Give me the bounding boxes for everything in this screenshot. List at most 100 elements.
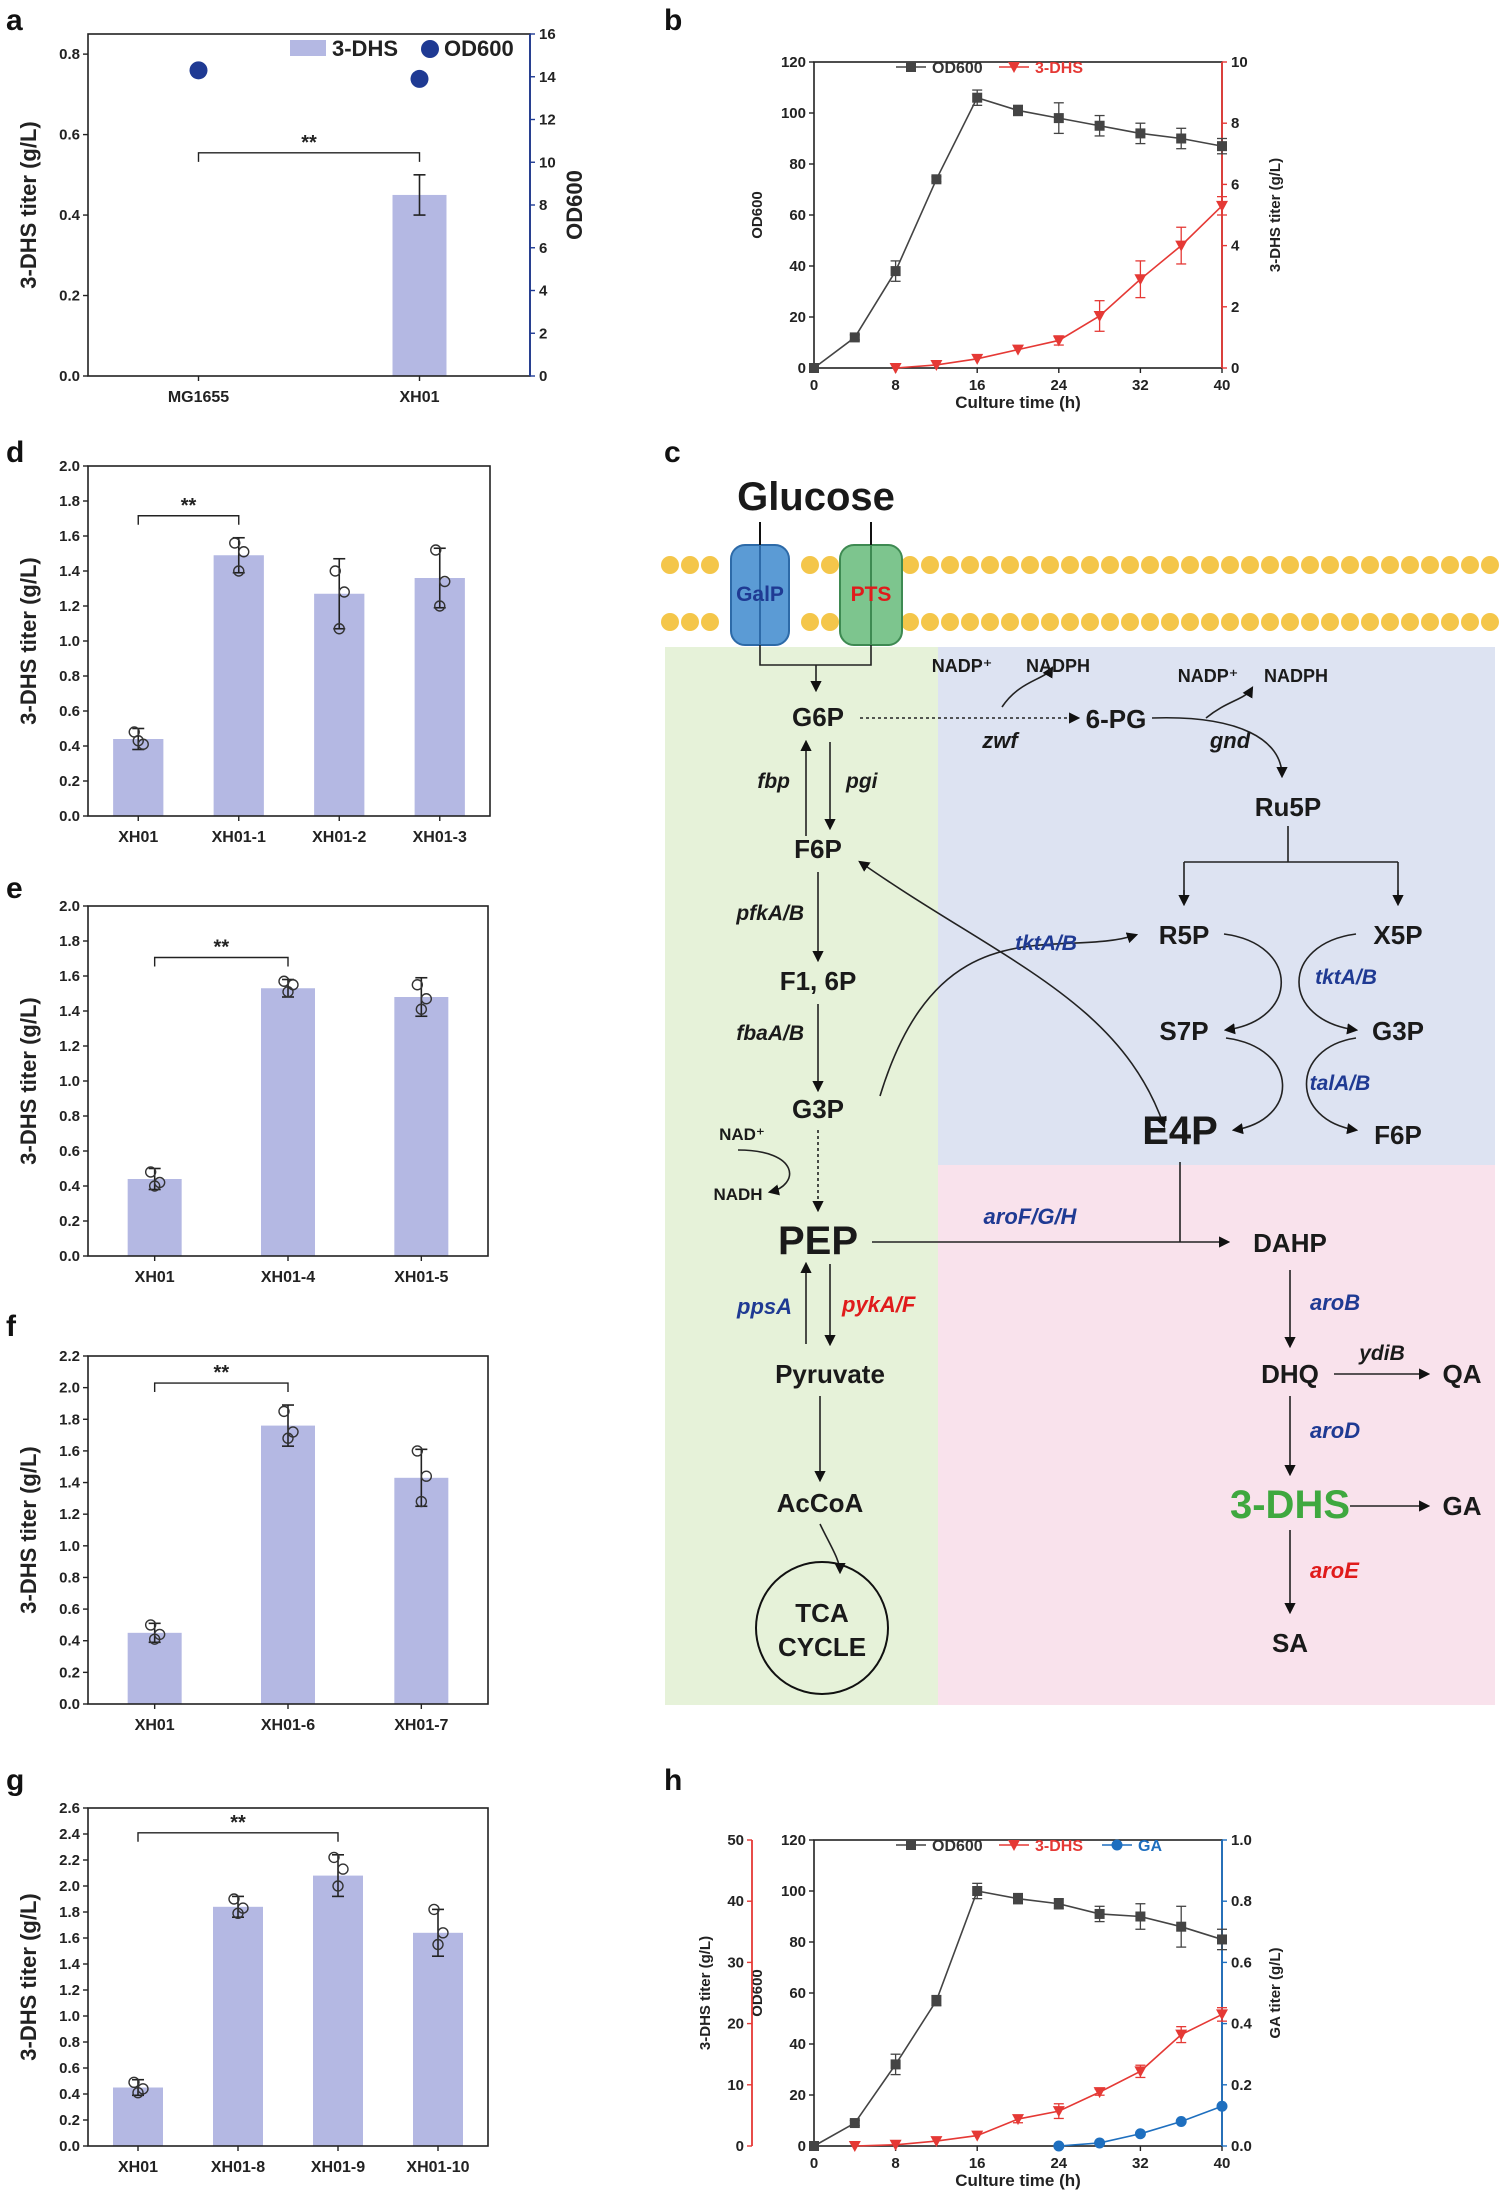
metabolite-pyruvate: Pyruvate (775, 1359, 885, 1389)
y-tick-label: 2.4 (59, 1826, 81, 1843)
metabolite-g6p: G6P (792, 702, 844, 732)
replicate-point (282, 1432, 294, 1444)
y-outer-tick-label: 50 (727, 1832, 744, 1849)
pts-transporter: PTS (839, 544, 903, 646)
membrane-lipid (1381, 613, 1399, 631)
legend-marker (906, 62, 916, 72)
legend-label-3dhs: 3-DHS (332, 36, 398, 61)
data-point (972, 92, 983, 103)
x-tick-label: 40 (1214, 2155, 1231, 2172)
y-tick-label: 80 (789, 1934, 806, 1951)
panel-label-f: f (6, 1310, 17, 1343)
y-tick-label: 1.8 (59, 933, 80, 950)
data-point (1134, 2066, 1147, 2078)
y-tick-label: 60 (789, 1985, 806, 2002)
data-point (1176, 1921, 1187, 1932)
y-tick-label: 0.8 (59, 2034, 80, 2051)
replicate-point (132, 2086, 144, 2099)
y2-tick-label: 0.6 (1231, 1954, 1252, 1971)
membrane-lipid (1341, 613, 1359, 631)
x-tick-label: XH01-5 (394, 1269, 448, 1286)
membrane-lipid (901, 556, 919, 574)
y-tick-label: 1.6 (59, 968, 80, 985)
metabolite-ru5p: Ru5P (1255, 792, 1321, 822)
nad-label: NAD⁺ (719, 1125, 765, 1144)
membrane-lipid (1041, 613, 1059, 631)
y2-axis-label: OD600 (562, 170, 587, 240)
bar (394, 1477, 449, 1704)
membrane-lipid (1121, 613, 1139, 631)
y2-tick-label: 14 (539, 69, 556, 86)
replicate-point (437, 1927, 449, 1939)
y-tick-label: 1.6 (59, 1443, 80, 1460)
replicate-point (148, 1633, 161, 1645)
enzyme-aroFGH: aroF/G/H (984, 1204, 1078, 1229)
y-tick-label: 1.0 (59, 1073, 80, 1090)
membrane-lipid (1161, 613, 1179, 631)
replicate-point (415, 1495, 428, 1508)
membrane-lipid (801, 613, 819, 631)
y-tick-label: 0.6 (59, 127, 80, 144)
membrane-lipid (1021, 556, 1039, 574)
y2-tick-label: 0.8 (1231, 1893, 1252, 1910)
nadph-label-1: NADPH (1026, 656, 1090, 676)
y2-tick-label: 2 (1231, 299, 1239, 316)
panel-label-h: h (664, 1764, 682, 1797)
bar (127, 1179, 182, 1256)
bar (392, 194, 447, 376)
y-tick-label: 1.4 (59, 1956, 81, 1973)
y-outer-axis-label: 3-DHS titer (g/L) (697, 1936, 714, 2050)
replicate-point (233, 565, 245, 577)
y-tick-label: 1.4 (59, 1475, 81, 1492)
membrane-lipid (681, 556, 699, 574)
x-tick-label: 0 (810, 2155, 818, 2172)
y-tick-label: 0.6 (59, 2060, 80, 2077)
y-tick-label: 0.0 (59, 1248, 80, 1265)
y-tick-label: 0.4 (59, 2086, 81, 2103)
od600-point (189, 61, 208, 80)
y-tick-label: 0 (798, 2138, 806, 2155)
cycle-label: CYCLE (778, 1632, 866, 1662)
y-tick-label: 0.4 (59, 1633, 81, 1650)
replicate-point (332, 1880, 344, 1892)
replicate-point (128, 2076, 140, 2089)
metabolite-f6p: F6P (794, 834, 842, 864)
y2-axis-label: GA titer (g/L) (1267, 1947, 1284, 2038)
od600-point (410, 69, 429, 88)
x-tick-label: 24 (1050, 2155, 1067, 2172)
y-tick-label: 2.6 (59, 1800, 80, 1817)
enzyme-tal: talA/B (1310, 1072, 1371, 1095)
x-tick-label: XH01-7 (394, 1717, 448, 1734)
data-point (931, 1995, 942, 2006)
y2-tick-label: 0.2 (1231, 2077, 1252, 2094)
y-tick-label: 0.2 (59, 1664, 80, 1681)
bar (394, 997, 449, 1256)
data-point (1216, 200, 1228, 212)
x-tick-label: 32 (1132, 377, 1149, 394)
y-tick-label: 60 (789, 207, 806, 224)
replicate-point (337, 1863, 349, 1875)
metabolite-pep: PEP (778, 1219, 858, 1263)
x-tick-label: XH01-10 (406, 2159, 469, 2176)
membrane-lipid (921, 613, 939, 631)
membrane-lipid (981, 556, 999, 574)
data-point (1013, 105, 1023, 116)
series-line (813, 1890, 1223, 2147)
y-axis-label: 3-DHS titer (g/L) (16, 1893, 41, 2060)
significance-label: ** (301, 132, 317, 154)
data-point (1176, 133, 1187, 144)
metabolite-f16p: F1, 6P (780, 966, 857, 996)
data-point (1135, 1911, 1146, 1922)
y-tick-label: 1.6 (59, 1930, 80, 1947)
bar (113, 2087, 163, 2146)
data-point (849, 332, 860, 343)
enzyme-fbp: fbp (757, 770, 790, 793)
membrane-lipid (1121, 556, 1139, 574)
replicate-point (148, 1180, 161, 1192)
replicate-point (144, 1166, 157, 1178)
y-outer-tick-label: 20 (727, 2016, 744, 2033)
membrane-lipid (1081, 613, 1099, 631)
membrane-lipid (1261, 613, 1279, 631)
